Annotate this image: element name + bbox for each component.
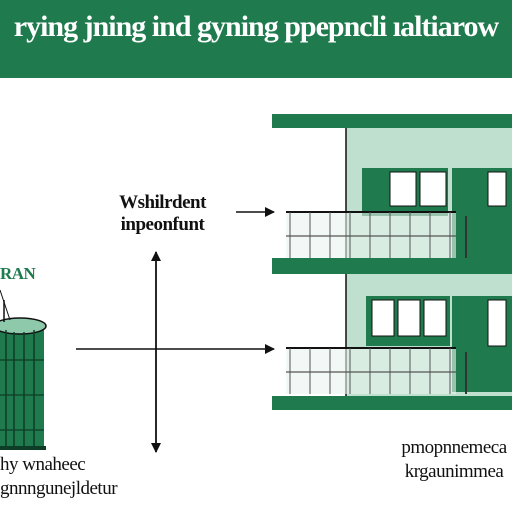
title-banner: rying jning ind gyning ppepncli ıaltiaro… bbox=[0, 0, 512, 78]
building-label: pmopnnemeca krgaunimmea bbox=[396, 436, 512, 484]
center-label-line-1: Wshilrdent bbox=[119, 192, 206, 213]
building-label-line-2: krgaunimmea bbox=[404, 461, 504, 482]
water-tank-icon bbox=[0, 289, 47, 450]
building-label-line-1: pmopnnemeca bbox=[401, 437, 507, 458]
apartment-building-icon bbox=[272, 114, 512, 410]
tank-bottom-label: hy wnaheec gnnngunejldetur bbox=[0, 453, 118, 501]
center-label-line-2: inpeonfunt bbox=[120, 214, 205, 235]
banner-title: rying jning ind gyning ppepncli ıaltiaro… bbox=[13, 10, 499, 43]
tank-bottom-label-line-2: gnnngunejldetur bbox=[0, 478, 118, 499]
center-label: Wshilrdent inpeonfunt bbox=[100, 192, 225, 236]
tank-top-label: RAN bbox=[0, 264, 36, 283]
tank-bottom-label-line-1: hy wnaheec bbox=[0, 454, 86, 475]
